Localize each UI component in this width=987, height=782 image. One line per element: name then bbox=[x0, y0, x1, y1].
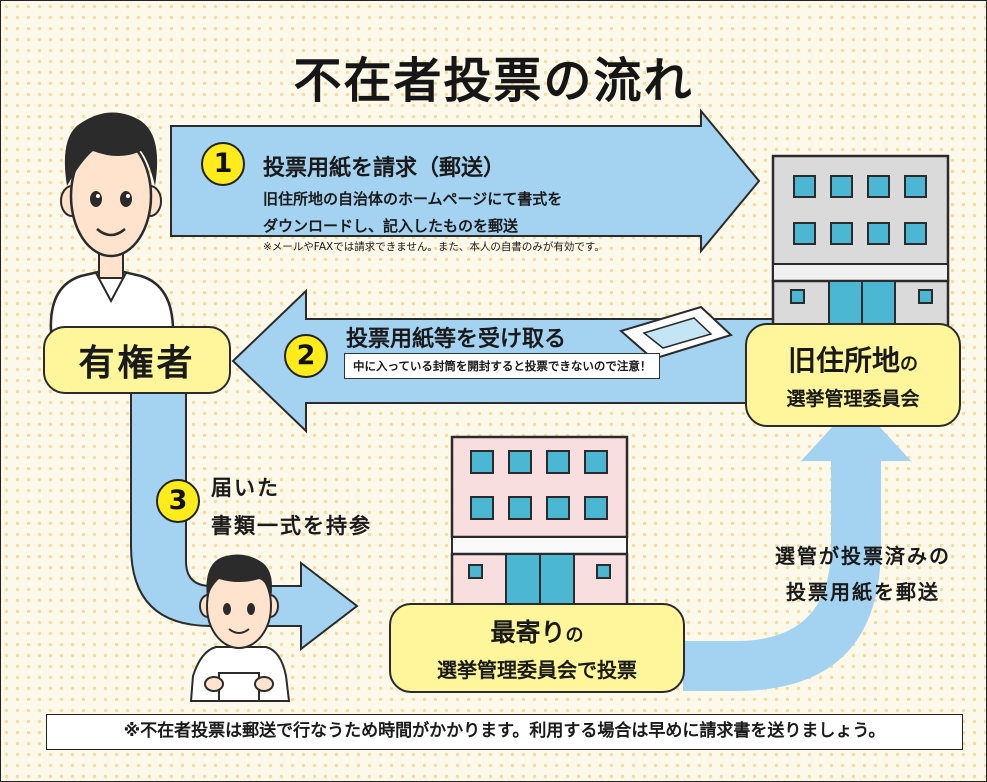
old-office-name: 旧住所地 bbox=[787, 344, 900, 377]
near-office-subtitle: 選挙管理委員会で投票 bbox=[437, 658, 637, 682]
step1-title: 投票用紙を請求（郵送） bbox=[263, 156, 506, 181]
voter-person-small-icon bbox=[189, 554, 291, 702]
voter-label: 有権者 bbox=[43, 326, 231, 394]
old-office-title: 旧住所地の bbox=[788, 339, 918, 379]
envelope-icon bbox=[618, 305, 733, 361]
step1-number-badge: 1 bbox=[201, 142, 245, 186]
page-title: 不在者投票の流れ bbox=[293, 53, 694, 109]
arrow-request bbox=[170, 108, 761, 254]
near-office-title: 最寄りの bbox=[490, 613, 583, 649]
step2-warning: 中に入っている封筒を開封すると投票できないので注意！ bbox=[344, 353, 661, 379]
step3-title: 届いた 書類一式を持参 bbox=[211, 476, 372, 538]
near-office-particle: の bbox=[565, 625, 584, 646]
step1-note: ※メールやFAXでは請求できません。また、本人の自書のみが有効です。 bbox=[263, 241, 605, 253]
near-office-label: 最寄りの 選挙管理委員会で投票 bbox=[389, 603, 685, 693]
step2-title: 投票用紙等を受け取る bbox=[346, 327, 567, 352]
old-office-particle: の bbox=[900, 354, 918, 375]
step3-number-badge: 3 bbox=[156, 479, 200, 523]
voter-person-icon bbox=[49, 112, 175, 333]
return-mail-label: 選管が投票済みの 投票用紙を郵送 bbox=[775, 544, 951, 604]
footer-note: ※不在者投票は郵送で行なうため時間がかかります。利用する場合は早めに請求書を送り… bbox=[46, 714, 963, 750]
step2-number-badge: 2 bbox=[284, 334, 328, 378]
building-old-office bbox=[771, 154, 950, 343]
near-office-name: 最寄り bbox=[490, 618, 566, 647]
old-office-label: 旧住所地の 選挙管理委員会 bbox=[745, 323, 961, 427]
building-near-office bbox=[450, 435, 629, 616]
arrow-bring-documents bbox=[130, 385, 359, 652]
return-mail-arrow bbox=[683, 401, 911, 691]
old-office-subtitle: 選挙管理委員会 bbox=[786, 388, 920, 410]
step1-description: 旧住所地の自治体のホームページにて書式を ダウンロードし、記入したものを郵送 bbox=[263, 190, 563, 235]
